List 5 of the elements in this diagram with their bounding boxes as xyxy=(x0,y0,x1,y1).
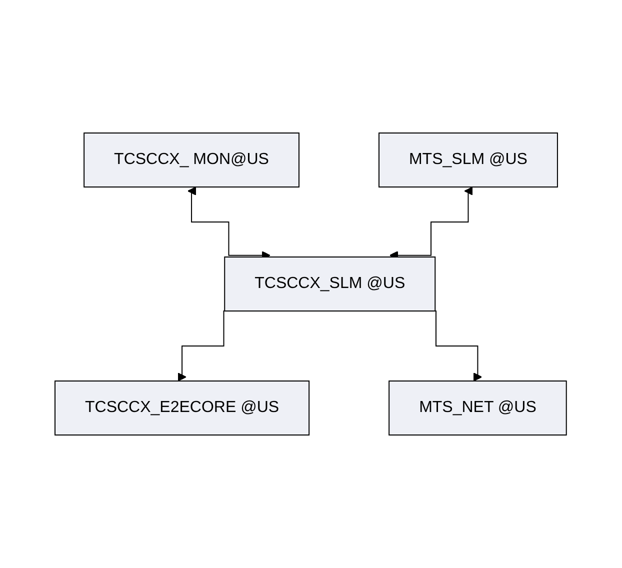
node-box: TCSCCX_SLM @US xyxy=(224,256,436,312)
node-box: TCSCCX_E2ECORE @US xyxy=(54,380,310,436)
node-box: MTS_SLM @US xyxy=(378,132,558,188)
node-box: TCSCCX_ MON@US xyxy=(84,132,300,188)
node-box: MTS_NET @US xyxy=(388,380,568,436)
